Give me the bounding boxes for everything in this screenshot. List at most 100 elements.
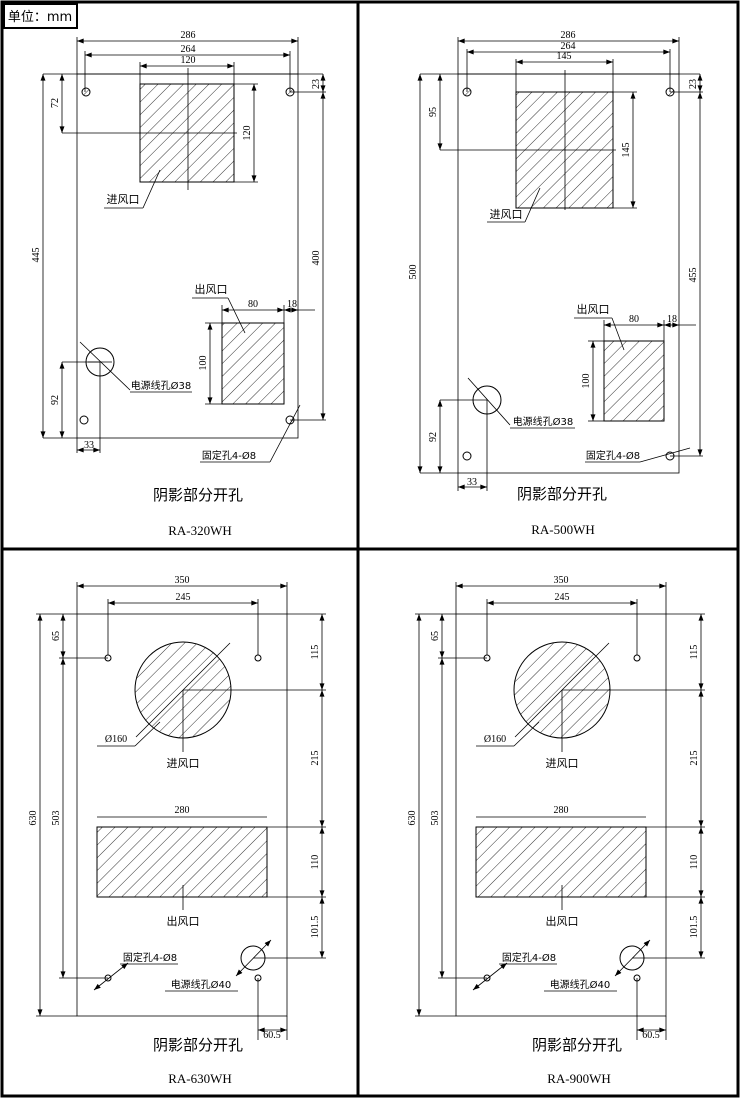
dim-inlet-center: 95	[428, 107, 439, 117]
dim-overall-height: 630	[28, 811, 39, 826]
outlet-cutout	[475, 826, 647, 898]
mount-hole	[462, 87, 472, 97]
outlet-label: 出风口	[195, 282, 228, 296]
power-hole-label: 电源线孔Ø38	[131, 379, 192, 392]
model-name: RA-630WH	[168, 1071, 232, 1086]
dim-power-hole-offset: 33	[467, 477, 477, 488]
dim-inlet-to-outlet: 215	[689, 751, 700, 766]
dim-top-to-inlet: 115	[310, 645, 321, 660]
dim-outlet-to-power: 101.5	[689, 916, 700, 939]
dim-hole-from-top: 65	[51, 631, 62, 641]
outlet-label: 出风口	[167, 914, 200, 928]
inlet-label: 进风口	[546, 757, 579, 770]
model-name: RA-500WH	[531, 522, 595, 537]
dimension-line	[235, 939, 272, 977]
dim-power-hole-height: 92	[428, 432, 439, 442]
dim-outlet-margin: 18	[667, 314, 677, 325]
dim-hole-from-top: 23	[311, 79, 322, 89]
dim-hole-spacing: 245	[555, 592, 570, 603]
dim-overall-height: 630	[407, 811, 418, 826]
outlet-cutout	[603, 340, 665, 422]
mount-hole-label: 固定孔4-Ø8	[123, 951, 177, 964]
dim-overall-width: 350	[554, 575, 569, 586]
power-hole-label: 电源线孔Ø38	[513, 415, 574, 428]
dim-hole-vertical-spacing: 503	[430, 811, 441, 826]
dim-power-hole-offset: 60.5	[263, 1030, 281, 1041]
inlet-label: 进风口	[107, 193, 140, 206]
caption: 阴影部分开孔	[153, 1036, 243, 1054]
mount-hole	[254, 654, 262, 662]
dim-outlet-width: 80	[629, 314, 639, 325]
dim-outlet-width: 280	[175, 805, 190, 816]
drawing-line	[639, 447, 691, 463]
dim-overall-width: 286	[561, 30, 576, 41]
outlet-cutout	[221, 322, 285, 405]
dim-power-hole-offset: 33	[84, 440, 94, 451]
mount-hole	[81, 87, 91, 97]
dim-inlet-height: 145	[621, 143, 632, 158]
dim-outlet-width: 80	[248, 299, 258, 310]
drawing-line	[134, 721, 161, 747]
enclosure-outline	[76, 613, 288, 1017]
drawing-line	[227, 297, 246, 334]
drawing-line	[142, 169, 161, 209]
dim-hole-spacing: 264	[561, 41, 576, 52]
dim-inlet-width: 120	[181, 55, 196, 66]
dim-inlet-diameter: Ø160	[105, 734, 127, 745]
mount-hole-label: 固定孔4-Ø8	[502, 951, 556, 964]
dim-hole-vertical-spacing: 455	[688, 268, 699, 283]
dim-outlet-height: 100	[581, 374, 592, 389]
dim-outlet-margin: 18	[287, 299, 297, 310]
drawing-line	[269, 404, 301, 463]
unit-label-box	[3, 3, 78, 29]
drawing-line	[611, 317, 625, 351]
dim-hole-vertical-spacing: 400	[311, 251, 322, 266]
dim-outlet-height: 110	[310, 855, 321, 870]
power-hole-label: 电源线孔Ø40	[171, 978, 232, 991]
mount-hole	[462, 451, 472, 461]
model-name: RA-320WH	[168, 523, 232, 538]
dim-overall-height: 500	[408, 265, 419, 280]
dimension-line	[93, 962, 129, 991]
inlet-label: 进风口	[167, 757, 200, 770]
dim-hole-from-top: 65	[430, 631, 441, 641]
dim-outlet-width: 280	[554, 805, 569, 816]
power-hole-label: 电源线孔Ø40	[550, 978, 611, 991]
drawing-line	[513, 721, 540, 747]
dim-hole-from-top: 23	[688, 79, 699, 89]
unit-label: 单位：mm	[8, 10, 72, 25]
caption: 阴影部分开孔	[532, 1036, 622, 1054]
drawing-line	[524, 187, 541, 223]
dim-hole-spacing: 264	[181, 44, 196, 55]
inlet-label: 进风口	[490, 208, 523, 221]
mount-hole-label: 固定孔4-Ø8	[586, 449, 640, 462]
dimension-line	[614, 939, 651, 977]
dim-overall-height: 445	[31, 248, 42, 263]
dim-power-hole-height: 92	[50, 395, 61, 405]
dim-inlet-width: 145	[557, 51, 572, 62]
dim-top-to-inlet: 115	[689, 645, 700, 660]
mount-hole	[79, 415, 89, 425]
mount-hole	[633, 654, 641, 662]
caption: 阴影部分开孔	[517, 485, 607, 503]
outlet-label: 出风口	[577, 302, 610, 316]
drawing-line	[467, 377, 511, 426]
dim-inlet-to-outlet: 215	[310, 751, 321, 766]
caption: 阴影部分开孔	[153, 486, 243, 504]
model-name: RA-900WH	[547, 1071, 611, 1086]
mount-hole-label: 固定孔4-Ø8	[202, 449, 256, 462]
dim-inlet-diameter: Ø160	[484, 734, 506, 745]
dim-outlet-to-power: 101.5	[310, 916, 321, 939]
dim-hole-vertical-spacing: 503	[51, 811, 62, 826]
dim-inlet-height: 120	[242, 126, 253, 141]
dimension-line	[472, 962, 508, 991]
outlet-cutout	[96, 826, 268, 898]
dim-outlet-height: 100	[198, 356, 209, 371]
enclosure-outline	[455, 613, 667, 1017]
dim-power-hole-offset: 60.5	[642, 1030, 660, 1041]
dim-hole-spacing: 245	[176, 592, 191, 603]
dim-inlet-center: 72	[50, 98, 61, 108]
dim-overall-width: 286	[181, 30, 196, 41]
outlet-label: 出风口	[546, 914, 579, 928]
